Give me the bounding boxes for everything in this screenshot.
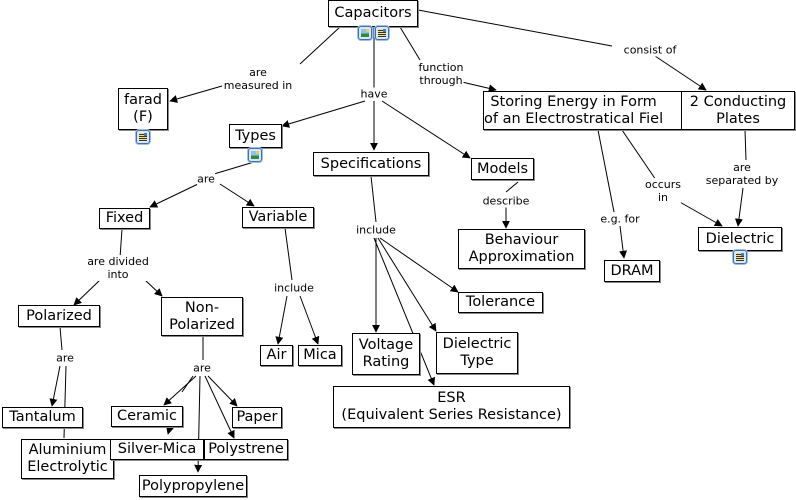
- link-label-include-variable: include: [274, 281, 314, 295]
- connection-line: [169, 85, 223, 103]
- document-resource-icon[interactable]: [733, 250, 747, 264]
- connection-line: [275, 295, 288, 345]
- connection-line: [299, 26, 341, 65]
- connection-line: [461, 81, 497, 93]
- connection-line: [204, 375, 235, 439]
- connection-line: [299, 295, 320, 345]
- link-label-occurs-in: occurs in: [644, 178, 682, 204]
- node-variable[interactable]: Variable: [242, 207, 314, 228]
- connection-line: [734, 187, 744, 227]
- connection-line: [621, 129, 657, 181]
- image-resource-icon[interactable]: [248, 148, 262, 162]
- node-storing-energy[interactable]: Storing Energy in Form of an Electrostra…: [483, 91, 698, 130]
- connection-line: [149, 183, 199, 208]
- connection-line: [377, 237, 437, 332]
- node-behaviour-approximation[interactable]: Behaviour Approximation: [458, 229, 585, 269]
- connection-line: [281, 100, 366, 128]
- link-label-eg-for: e.g. for: [600, 212, 640, 226]
- node-specifications[interactable]: Specifications: [313, 152, 429, 176]
- connection-line: [399, 26, 421, 61]
- node-non-polarized[interactable]: Non- Polarized: [161, 297, 243, 336]
- node-farad[interactable]: farad (F): [118, 88, 168, 130]
- node-tantalum[interactable]: Tantalum: [2, 407, 83, 428]
- connection-line: [744, 129, 747, 161]
- node-capacitors[interactable]: Capacitors: [328, 0, 418, 27]
- node-silver-mica[interactable]: Silver-Mica: [110, 439, 204, 460]
- connection-line: [49, 365, 61, 407]
- node-fixed[interactable]: Fixed: [99, 208, 150, 229]
- connection-line: [370, 175, 377, 223]
- document-resource-icon[interactable]: [375, 26, 389, 40]
- connection-line: [284, 227, 293, 281]
- node-polystrene[interactable]: Polystrene: [204, 439, 288, 460]
- document-resource-icon[interactable]: [136, 130, 150, 144]
- connection-line: [505, 181, 519, 193]
- connection-line: [181, 375, 194, 393]
- link-label-include-specs: include: [356, 223, 396, 237]
- node-ceramic[interactable]: Ceramic: [111, 406, 183, 427]
- node-voltage-rating[interactable]: Voltage Rating: [352, 333, 420, 375]
- link-label-are-nonpolarized: are: [193, 361, 211, 375]
- link-label-have: have: [360, 87, 388, 101]
- link-label-are-divided-into: are divided into: [87, 255, 149, 281]
- connection-line: [219, 183, 255, 207]
- link-label-are: are: [197, 172, 215, 186]
- node-tolerance[interactable]: Tolerance: [458, 292, 543, 313]
- link-label-are-polarized: are: [56, 351, 74, 365]
- connection-line: [73, 279, 101, 306]
- node-esr[interactable]: ESR (Equivalent Series Resistance): [333, 386, 570, 428]
- connection-line: [144, 279, 163, 297]
- connection-line: [166, 425, 174, 435]
- connection-line: [619, 225, 628, 259]
- connection-line: [677, 200, 723, 227]
- connection-line: [213, 161, 255, 175]
- connection-line: [373, 237, 435, 386]
- connection-line: [381, 100, 471, 159]
- node-dielectric-type[interactable]: Dielectric Type: [436, 332, 518, 374]
- connection-line: [207, 375, 238, 407]
- node-polypropylene[interactable]: Polypropylene: [139, 475, 247, 497]
- connection-line: [654, 55, 707, 91]
- connection-line: [379, 237, 459, 293]
- node-polarized[interactable]: Polarized: [18, 305, 100, 327]
- node-dielectric[interactable]: Dielectric: [698, 227, 782, 251]
- connection-line: [59, 326, 63, 351]
- node-paper[interactable]: Paper: [232, 407, 282, 428]
- link-label-consist-of: consist of: [623, 43, 677, 57]
- node-conducting-plates[interactable]: 2 Conducting Plates: [681, 91, 795, 130]
- connection-line: [119, 228, 123, 259]
- link-label-are-separated-by: are separated by: [705, 161, 779, 187]
- image-resource-icon[interactable]: [358, 26, 372, 40]
- node-dram[interactable]: DRAM: [604, 260, 660, 282]
- node-types[interactable]: Types: [229, 124, 282, 148]
- link-label-describe: describe: [482, 194, 530, 208]
- link-label-are-measured-in: are measured in: [223, 66, 293, 92]
- link-label-function-through: function through: [418, 61, 464, 87]
- node-aluminium-electrolytic[interactable]: Aluminium Electrolytic: [21, 439, 114, 479]
- node-mica[interactable]: Mica: [298, 345, 342, 366]
- connection-line: [163, 375, 197, 406]
- connection-line: [597, 129, 615, 213]
- connection-line: [417, 9, 613, 47]
- node-air[interactable]: Air: [260, 345, 293, 366]
- node-models[interactable]: Models: [471, 158, 534, 180]
